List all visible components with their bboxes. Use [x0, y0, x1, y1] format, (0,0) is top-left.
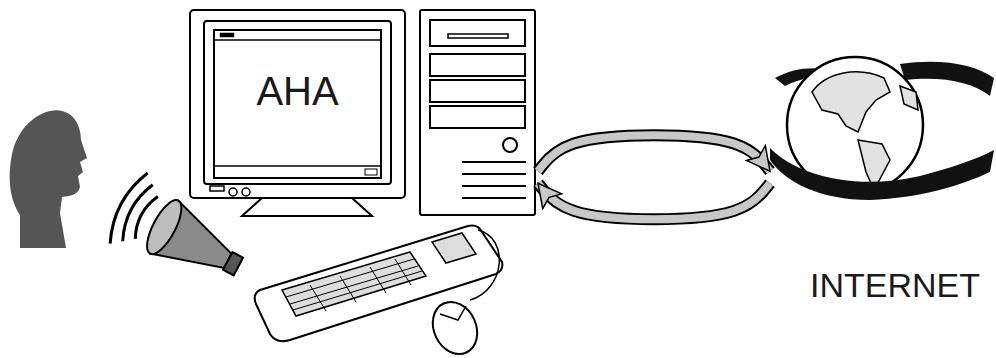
- speaker-handle: [223, 252, 243, 275]
- drive-bay: [430, 80, 525, 102]
- monitor-screen: [214, 30, 381, 178]
- monitor-knob: [229, 188, 237, 196]
- internet-label: INTERNET: [794, 262, 996, 308]
- screen-text: AHA: [215, 30, 380, 152]
- power-button: [503, 138, 517, 152]
- computer-node: AHA: [188, 8, 538, 220]
- mouse: [425, 295, 486, 358]
- keyboard: [255, 226, 503, 358]
- drive-bay: [430, 54, 525, 76]
- arrow-band-outline: [538, 183, 770, 219]
- drive-bay: [430, 106, 525, 128]
- orbit-swoosh: [770, 148, 994, 200]
- window-status-bar: [214, 165, 381, 167]
- vent-line: [462, 161, 526, 163]
- window-title-bar: [214, 39, 381, 41]
- monitor-stand: [242, 198, 372, 216]
- internet-node: INTERNET: [770, 50, 996, 320]
- arrow-band: [538, 183, 770, 219]
- sound-wave: [116, 181, 153, 241]
- head-silhouette: [10, 110, 87, 248]
- globe: [770, 57, 994, 200]
- bidirectional-arrow: [538, 135, 770, 219]
- monitor-case: [190, 10, 405, 198]
- continent: [812, 72, 890, 132]
- sound-wave: [102, 169, 148, 244]
- vent-line: [462, 185, 526, 187]
- monitor-button: [210, 186, 224, 191]
- window-button: [365, 169, 377, 175]
- monitor-bezel: [204, 21, 391, 184]
- arrow-band: [538, 135, 770, 171]
- speaker: [102, 169, 257, 302]
- arrow-band-outline: [538, 135, 770, 171]
- key-rows: [286, 259, 422, 311]
- tower-case: [420, 10, 535, 215]
- mouse-button-line: [440, 306, 466, 320]
- drive-bay: [430, 20, 525, 46]
- sound-wave: [130, 194, 158, 239]
- monitor: [190, 10, 405, 216]
- drive-slot: [448, 34, 508, 38]
- vent-line: [462, 173, 526, 175]
- keypad: [432, 233, 476, 263]
- monitor-knob: [242, 188, 250, 196]
- vent-line: [462, 197, 526, 199]
- keyboard-keys: [282, 252, 426, 316]
- window-control: [220, 33, 234, 37]
- computer-tower: [420, 10, 535, 215]
- mouse-cord: [470, 230, 499, 300]
- continent: [900, 86, 918, 110]
